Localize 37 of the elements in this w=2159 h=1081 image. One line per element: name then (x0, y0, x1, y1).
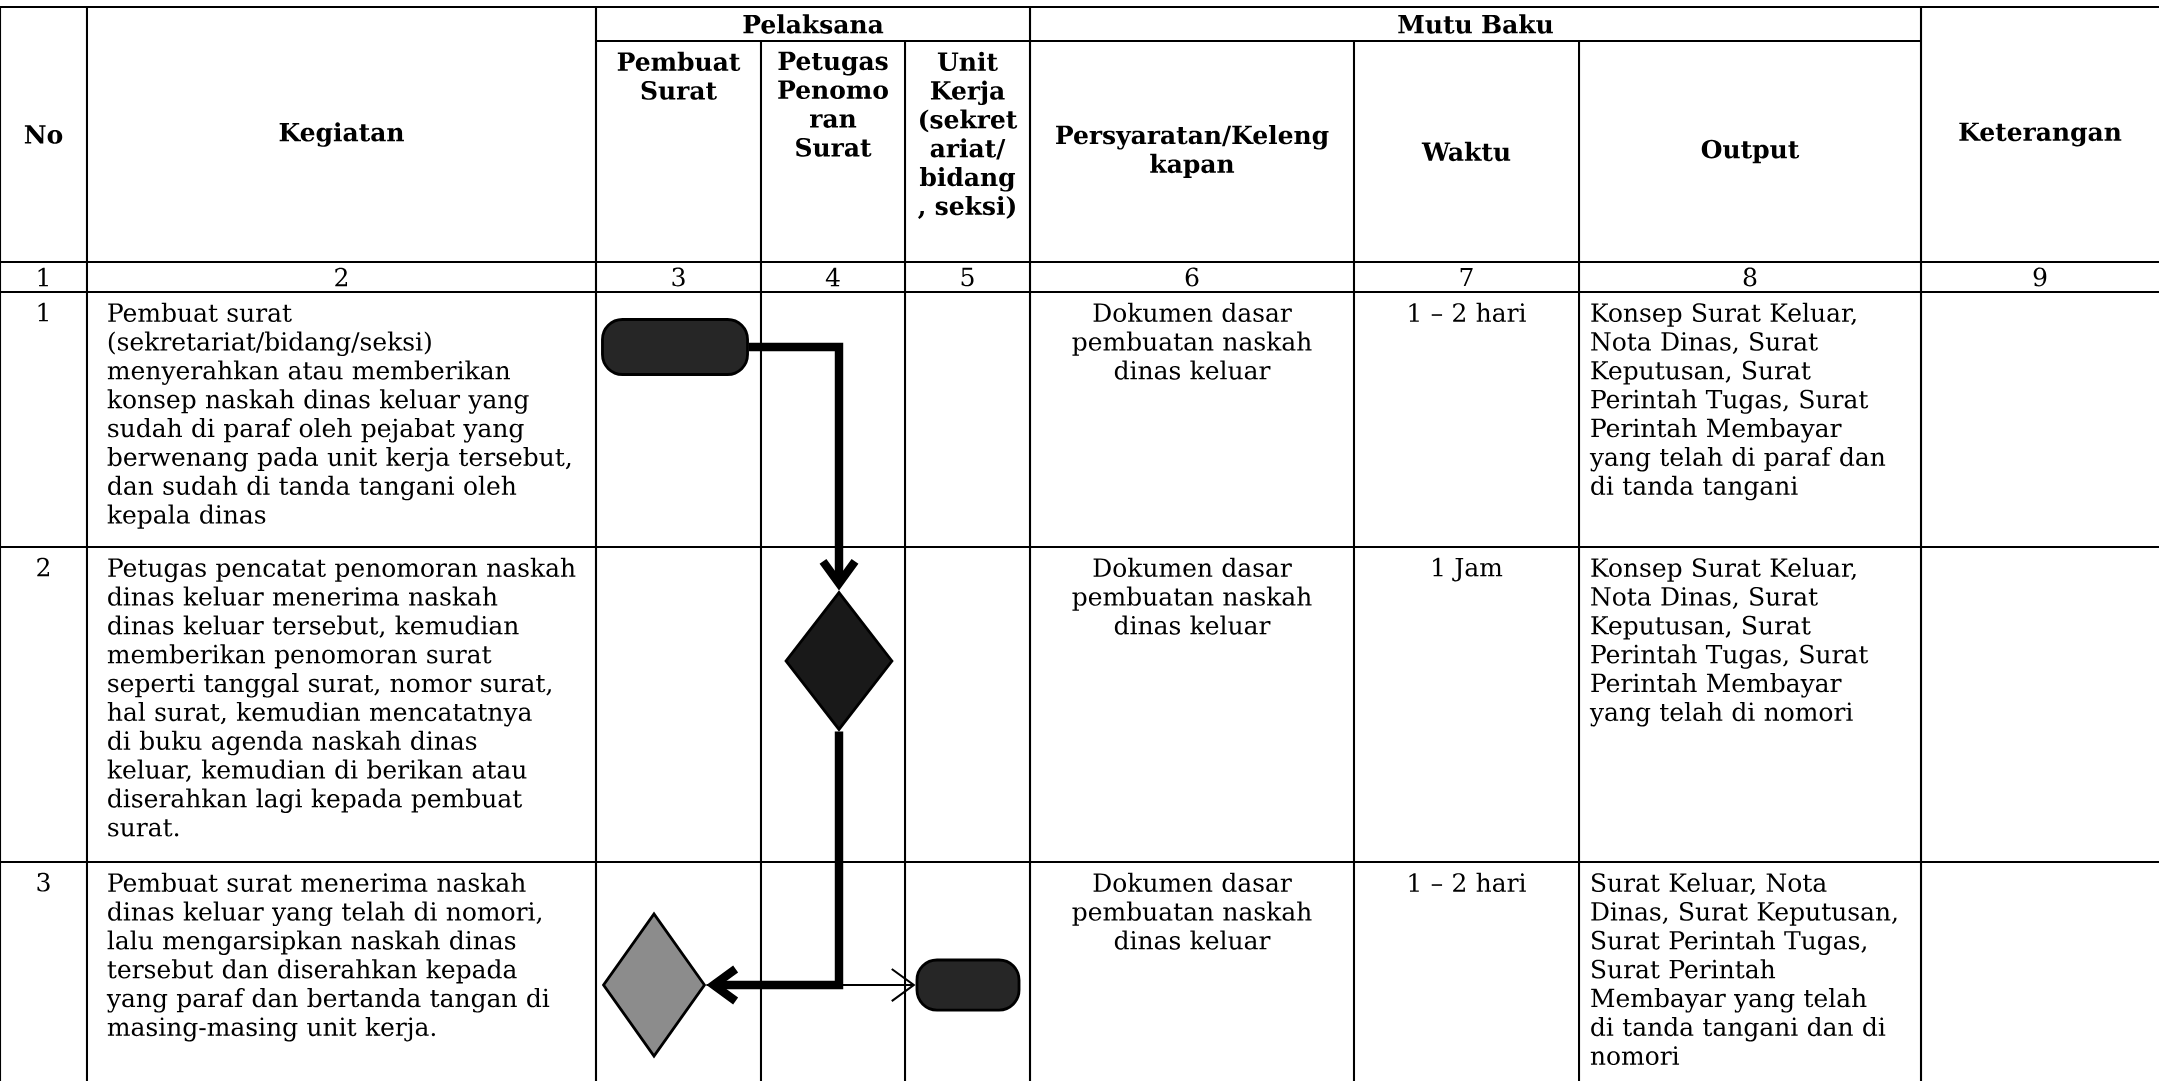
header-text: Pembuat Surat (617, 51, 741, 100)
terminator-shape (601, 318, 749, 376)
time-text: 1 – 2 hari (1409, 872, 1526, 892)
row-number: 2 (37, 557, 49, 577)
header-text: Unit Kerja (sekret ariat/ bidang , seksi) (918, 51, 1018, 219)
header-text: Keterangan (1959, 122, 2122, 147)
header-text: Persyaratan/Keleng kapan (1056, 125, 1329, 178)
column-number: 5 (961, 267, 974, 287)
header-text: Petugas Penomo ran Surat (778, 51, 888, 157)
column-number: 3 (672, 267, 685, 287)
column-number: 8 (1743, 267, 1757, 287)
header-text: Kegiatan (279, 122, 404, 147)
header-text: Pelaksana (743, 14, 884, 34)
column-number: 2 (335, 267, 347, 287)
terminator-shape (915, 958, 1021, 1012)
arrow (706, 731, 844, 1005)
header-text: Waktu (1421, 141, 1511, 162)
column-number: 9 (2033, 267, 2047, 287)
column-number: 4 (825, 267, 840, 287)
time-text: 1 – 2 hari (1409, 302, 1526, 322)
time-text: 1 Jam (1433, 557, 1503, 582)
header-text: Output (1701, 139, 1800, 164)
arrow (748, 342, 859, 591)
activity-text: Pembuat surat menerima naskah dinas keluar yang telah di nomori, lalu mengarsipkan naskah dinas tersebut dan diserahkan kepada yang paraf dan bertanda tangan di masing-masing unit kerja. (106, 872, 550, 1042)
row-number: 3 (37, 872, 50, 892)
row-number: 1 (38, 302, 48, 322)
header-text: No (24, 125, 63, 144)
arrow (706, 968, 916, 1002)
column-number: 6 (1185, 267, 1199, 287)
output-text: Surat Keluar, Nota Dinas, Surat Keputusan, Surat Perintah Tugas, Surat Perintah Membayar yang telah di tanda tangani dan di nomori (1590, 872, 1897, 1066)
output-text: Konsep Surat Keluar, Nota Dinas, Surat Keputusan, Surat Perintah Tugas, Surat Perintah Membayar yang telah di nomori (1589, 557, 1869, 727)
column-number: 7 (1460, 267, 1473, 287)
column-number: 1 (38, 267, 48, 287)
requirement-text: Dokumen dasar pembuatan naskah dinas keluar (1072, 557, 1312, 635)
header-text: Mutu Baku (1398, 14, 1553, 34)
requirement-text: Dokumen dasar pembuatan naskah dinas keluar (1072, 302, 1312, 380)
output-text: Konsep Surat Keluar, Nota Dinas, Surat Keputusan, Surat Perintah Tugas, Surat Perintah Membayar yang telah di paraf dan di tanda tangani (1589, 302, 1886, 501)
